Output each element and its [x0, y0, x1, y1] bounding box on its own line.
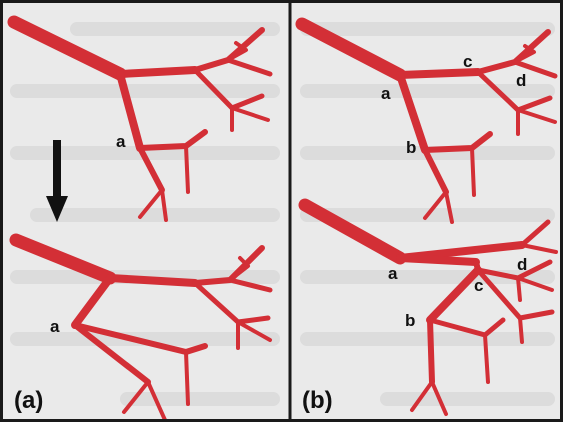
panel-b-bottom-label-a: a [388, 264, 398, 283]
panel-b-top-label-d: d [516, 71, 526, 90]
panel-b-bottom-label-b: b [405, 311, 415, 330]
panel-b-bottom-label-c: c [474, 276, 483, 295]
panel-b-caption: (b) [302, 387, 333, 414]
panel-a-caption: (a) [14, 387, 43, 414]
panel-a: a a (a) [3, 3, 289, 420]
panel-a-label-bottom: a [50, 317, 60, 336]
panel-b-top-label-b: b [406, 138, 416, 157]
panel-b-top-label-c: c [463, 52, 472, 71]
panel-b-bottom-label-d: d [517, 255, 527, 274]
panel-b-top-label-a: a [381, 84, 391, 103]
panel-b: a b c d a b c d (b) [291, 3, 560, 419]
panel-a-label-top: a [116, 132, 126, 151]
